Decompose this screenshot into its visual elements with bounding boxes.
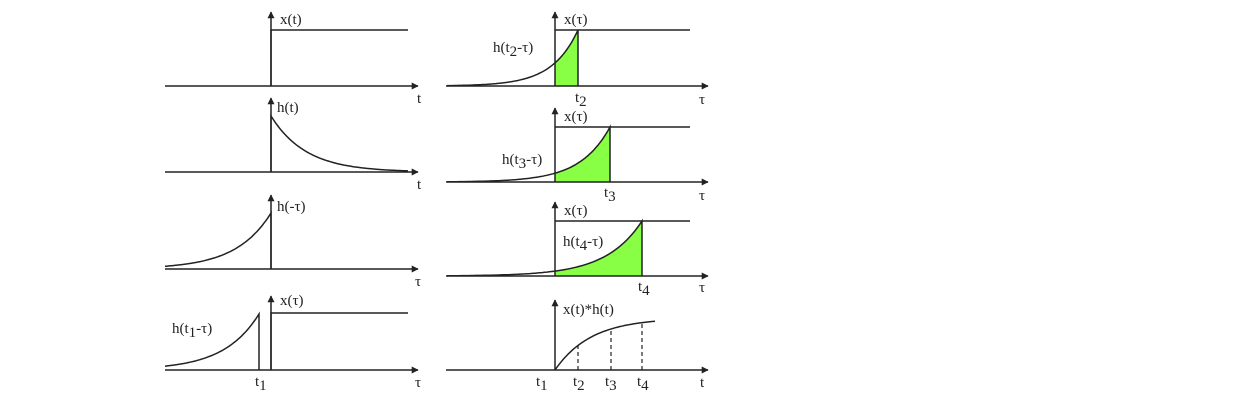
shifted-curve <box>446 218 643 277</box>
x-axis-label: τ <box>415 274 421 290</box>
tick-label-t4: t4 <box>637 374 649 394</box>
x-axis-label: τ <box>699 280 705 296</box>
curve-label: h(t2-τ) <box>493 40 533 60</box>
x-axis-label: τ <box>699 92 705 108</box>
curve-label: h(t1-τ) <box>172 321 212 341</box>
x-axis-label: t <box>417 177 422 193</box>
panel-overlap-t2: x(τ) h(t2-τ) t2 τ <box>446 11 709 110</box>
tick-label-t2: t2 <box>575 90 587 110</box>
y-axis-label: h(t) <box>277 100 299 116</box>
shifted-curve <box>447 29 579 87</box>
panel-h-t: h(t) t <box>165 97 422 193</box>
panel-convolution-result: x(t)*h(t) t1 t2 t3 t4 t <box>446 299 709 394</box>
y-axis-label: x(τ) <box>564 203 588 219</box>
step-curve <box>270 29 408 86</box>
y-axis-label: x(t)*h(t) <box>563 302 614 318</box>
tick-label-t1: t1 <box>255 374 267 394</box>
panel-x-t: x(t) t <box>165 11 422 107</box>
curve-label: h(t4-τ) <box>563 234 603 254</box>
tick-label-t3: t3 <box>605 374 617 394</box>
curve-label: h(t3-τ) <box>502 152 542 172</box>
panel-overlap-t3: x(τ) h(t3-τ) t3 τ <box>446 107 709 205</box>
shifted-curve <box>446 124 611 183</box>
x-axis-label: τ <box>699 188 705 204</box>
tick-label-t3: t3 <box>604 185 616 205</box>
decay-curve <box>270 113 409 172</box>
x-axis-label: t <box>417 91 422 107</box>
tick-label-t1: t1 <box>536 374 548 394</box>
y-axis-label: x(τ) <box>564 109 588 125</box>
tick-label-t4: t4 <box>638 279 650 299</box>
y-axis-label: x(t) <box>280 12 302 28</box>
y-axis-label: x(τ) <box>280 293 304 309</box>
x-axis-label: τ <box>415 375 421 391</box>
panel-h-neg-tau: h(-τ) τ <box>164 194 421 290</box>
tick-label-t2: t2 <box>573 374 585 394</box>
step-curve <box>270 312 408 370</box>
reflected-curve <box>164 210 272 269</box>
shifted-curve <box>164 311 260 370</box>
panel-overlap-t4: x(τ) h(t4-τ) t4 τ <box>446 201 709 299</box>
x-axis-label: t <box>700 375 705 391</box>
panel-shift-t1: x(τ) h(t1-τ) t1 τ <box>164 293 421 394</box>
y-axis-label: h(-τ) <box>277 199 306 215</box>
result-curve <box>554 320 656 371</box>
y-axis-label: x(τ) <box>564 12 588 28</box>
overlap-area <box>554 125 611 183</box>
